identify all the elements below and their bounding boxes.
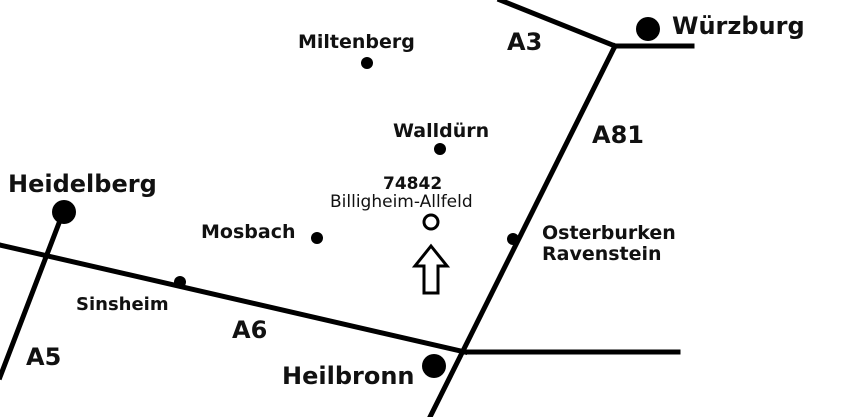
target-postal-code: 74842: [383, 174, 442, 194]
wallduern-marker: [434, 143, 446, 155]
heidelberg-marker: [52, 200, 76, 224]
road-a6-line: [0, 242, 468, 355]
road-a3-label: A3: [507, 28, 542, 56]
road-a5-line: [0, 206, 68, 381]
small-city-markers: [174, 57, 519, 288]
road-network: [0, 0, 695, 417]
road-a3-line: [496, 0, 619, 50]
mosbach-label: Mosbach: [201, 221, 295, 243]
wallduern-label: Walldürn: [393, 120, 489, 142]
heidelberg-label: Heidelberg: [8, 170, 157, 198]
miltenberg-label: Miltenberg: [298, 31, 415, 53]
sinsheim-label: Sinsheim: [76, 294, 169, 315]
ravenstein-label: Ravenstein: [542, 243, 662, 265]
sinsheim-marker: [174, 276, 186, 288]
osterburken-marker: [507, 233, 519, 245]
heilbronn-label: Heilbronn: [282, 362, 415, 390]
miltenberg-marker: [361, 57, 373, 69]
target-location: [411, 213, 451, 295]
wuerzburg-label: Würzburg: [672, 12, 805, 40]
road-a5-label: A5: [26, 343, 61, 371]
wuerzburg-marker: [636, 17, 660, 41]
osterburken-label: Osterburken: [542, 222, 676, 244]
target-label: Billigheim-Allfeld: [330, 192, 473, 212]
target-arrow-up-icon: [411, 243, 451, 295]
map-labels: Würzburg Heidelberg Heilbronn Miltenberg…: [8, 12, 805, 390]
road-a81-label: A81: [592, 121, 644, 149]
mosbach-marker: [311, 232, 323, 244]
large-city-markers: [52, 17, 660, 378]
target-open-circle-marker: [422, 213, 440, 231]
heilbronn-marker: [422, 354, 446, 378]
road-a81-line: [427, 42, 619, 417]
road-a6-label: A6: [232, 316, 267, 344]
